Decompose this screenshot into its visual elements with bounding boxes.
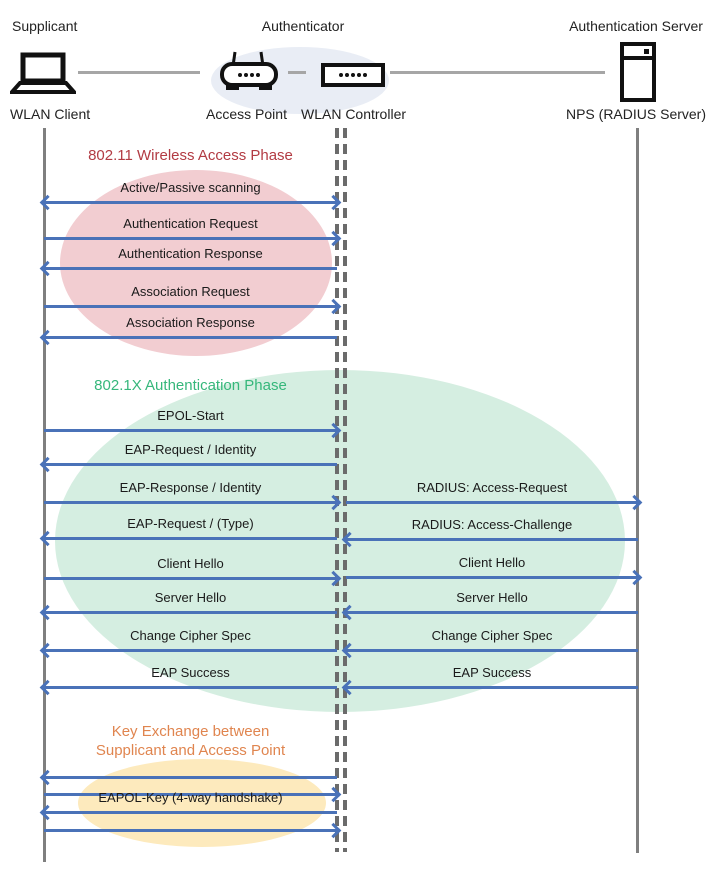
message-label: RADIUS: Access-Request [416,480,568,495]
message-arrow-left [341,679,638,696]
message-arrow-left [341,642,638,659]
message-arrow-right [44,298,342,315]
message-label: Association Request [131,284,250,299]
message-arrow-left [341,531,638,548]
device-label-nps: NPS (RADIUS Server) [565,106,707,122]
message-arrow-left [39,604,337,621]
message-arrow-left [39,456,337,473]
message-label: EAPOL-Key (4-way handshake) [98,790,283,805]
message-label: EPOL-Start [157,408,224,423]
message-arrow-right [346,569,643,586]
connector-client-to-ap [78,71,200,74]
message-label: EAP-Response / Identity [119,480,262,495]
phase-title-8021x: 802.1X Authentication Phase [94,377,287,394]
phase-title-key-exchange-line2: Supplicant and Access Point [95,742,286,759]
actor-label-supplicant: Supplicant [12,18,78,34]
message-label: Server Hello [456,590,528,605]
message-label: Server Hello [154,590,227,605]
message-label: Authentication Request [123,216,258,231]
message-arrow-both [39,194,342,211]
message-arrow-left [39,679,337,696]
message-arrow-right [44,422,342,439]
lifeline-authenticator-left [335,128,339,852]
message-arrow-right [44,570,342,587]
wlan-controller-icon [321,63,385,92]
message-label: Active/Passive scanning [120,180,261,195]
device-label-wlan-controller: WLAN Controller [300,106,407,122]
message-arrow-right [346,494,643,511]
phase-ellipse-8021x [55,370,625,712]
access-point-icon [218,51,280,98]
message-label: EAP-Request / (Type) [127,516,254,531]
message-label: Client Hello [458,555,526,570]
phase-title-key-exchange-line1: Key Exchange between [111,723,270,740]
message-label: EAP Success [452,665,532,680]
lifeline-supplicant [43,128,46,862]
message-arrow-left [39,804,337,821]
actor-label-authenticator: Authenticator [261,18,345,34]
message-arrow-left [39,769,337,786]
message-label: Client Hello [157,556,224,571]
phase-title-key-exchange: Key Exchange between Supplicant and Acce… [44,722,337,760]
device-label-access-point: Access Point [206,106,287,122]
message-arrow-right [44,230,342,247]
phase-title-80211: 802.11 Wireless Access Phase [88,147,293,164]
server-icon [620,42,656,107]
lifeline-authenticator-right [343,128,347,852]
message-arrow-right [44,494,342,511]
message-arrow-left [39,260,337,277]
message-label: RADIUS: Access-Challenge [411,517,573,532]
message-arrow-left [39,530,337,547]
laptop-icon [7,52,79,101]
message-arrow-left [341,604,638,621]
phase-ellipse-key-exchange [78,759,326,847]
lifeline-auth-server [636,128,639,853]
connector-ap-to-controller [288,71,306,74]
message-arrow-left [39,642,337,659]
message-label: Change Cipher Spec [431,628,553,643]
device-label-wlan-client: WLAN Client [10,106,91,122]
message-label: EAP Success [151,665,230,680]
message-arrow-left [39,329,337,346]
actor-label-auth-server: Authentication Server [569,18,703,34]
message-label: Association Response [126,315,255,330]
message-label: EAP-Request / Identity [124,442,257,457]
message-label: Change Cipher Spec [130,628,251,643]
message-arrow-right [44,786,342,803]
message-arrow-right [44,822,342,839]
message-label: Authentication Response [118,246,263,261]
connector-controller-to-server [390,71,605,74]
